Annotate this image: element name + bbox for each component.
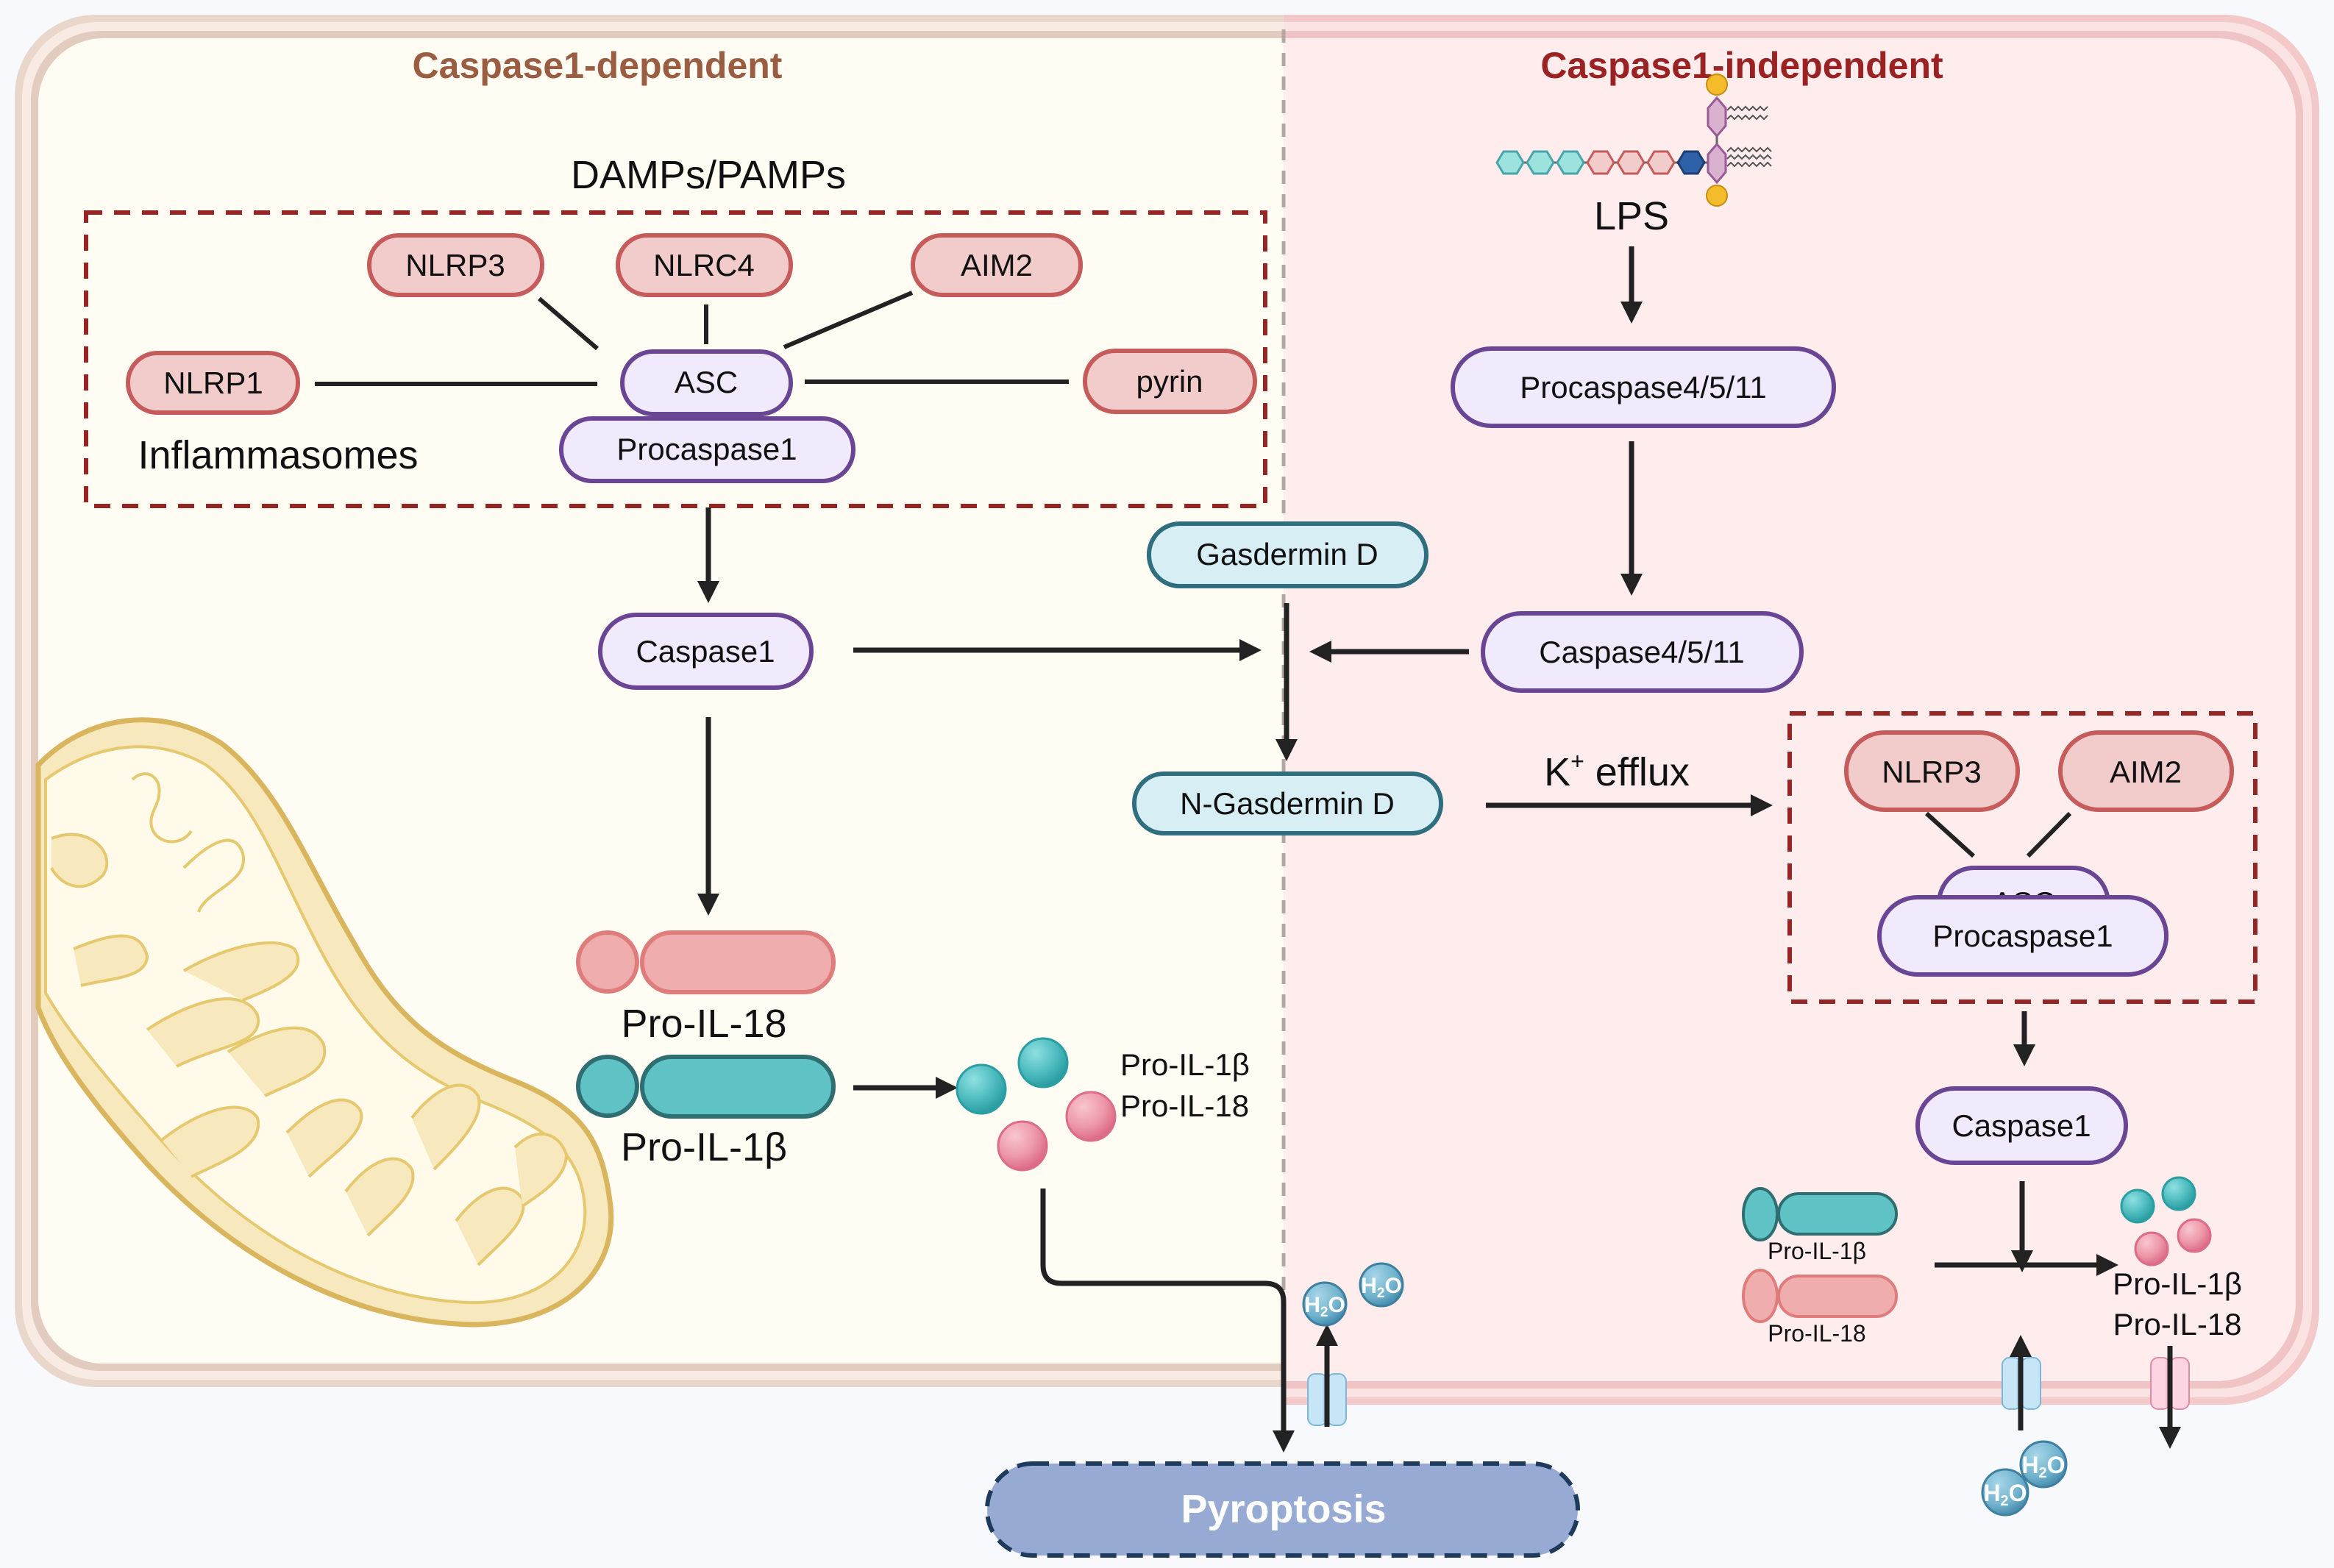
pro-il18-left <box>576 930 836 994</box>
link-nlrp3-asc-right <box>1924 811 1976 858</box>
svg-text:NLRP1: NLRP1 <box>163 366 263 400</box>
svg-text:Gasdermin D: Gasdermin D <box>1196 537 1378 571</box>
mature-il1b-left-label: Pro-IL-1β <box>1120 1047 1250 1082</box>
noncanonical-inflammasome-box <box>1787 711 2257 1004</box>
procaspase4-5-11: Procaspase4/5/11 <box>1451 346 1836 428</box>
svg-text:H2O: H2O <box>1983 1480 2027 1509</box>
svg-text:Caspase1: Caspase1 <box>1951 1108 2091 1143</box>
damps-pamps-label: DAMPs/PAMPs <box>571 153 846 197</box>
pro-il1b-right-label: Pro-IL-1β <box>1768 1238 1866 1264</box>
mitochondrion-icon <box>35 717 614 1328</box>
lps-label: LPS <box>1594 194 1669 238</box>
left-panel-title: Caspase1-dependent <box>413 45 783 86</box>
svg-text:N-Gasdermin D: N-Gasdermin D <box>1180 786 1395 821</box>
link-aim2-asc-right <box>2026 811 2072 858</box>
adaptor-asc: ASC <box>620 349 793 416</box>
svg-text:ASC: ASC <box>675 365 738 399</box>
pro-il18-right <box>1742 1269 1898 1323</box>
mature-cytokines-right <box>2120 1176 2212 1266</box>
n-gasdermin-d: N-Gasdermin D <box>1132 771 1443 835</box>
svg-text:NLRP3: NLRP3 <box>1882 755 1981 789</box>
link-aim2-asc <box>783 291 914 349</box>
inflammasomes-label: Inflammasomes <box>138 433 418 477</box>
procaspase1-right: Procaspase1 <box>1877 895 2168 977</box>
inflammasome-box <box>84 210 1267 508</box>
mature-il18-left-label: Pro-IL-18 <box>1120 1088 1249 1123</box>
water-molecule-icon: H2O <box>1302 1281 1348 1327</box>
svg-text:Caspase1: Caspase1 <box>636 634 775 669</box>
caspase4-5-11: Caspase4/5/11 <box>1481 611 1804 693</box>
svg-text:Pyroptosis: Pyroptosis <box>1181 1487 1386 1531</box>
sensor-pyrin: pyrin <box>1083 349 1257 414</box>
pro-il1b-left <box>576 1055 836 1119</box>
mature-il18-right-label: Pro-IL-18 <box>2113 1307 2241 1341</box>
water-molecule-icon: H2O <box>1981 1468 2029 1517</box>
sensor-aim2: AIM2 <box>911 233 1083 297</box>
svg-text:Procaspase1: Procaspase1 <box>616 432 797 466</box>
link-nlrp3-asc <box>538 296 599 351</box>
sensor-nlrc4: NLRC4 <box>616 233 793 297</box>
pro-il1b-right <box>1742 1187 1898 1241</box>
arrow-mature-to-pyroptosis <box>1040 1189 1287 1430</box>
svg-text:pyrin: pyrin <box>1136 364 1203 399</box>
svg-text:NLRC4: NLRC4 <box>653 248 755 282</box>
sensor-nlrp1: NLRP1 <box>126 351 300 415</box>
svg-text:Procaspase4/5/11: Procaspase4/5/11 <box>1520 370 1766 405</box>
svg-text:AIM2: AIM2 <box>2110 755 2182 789</box>
pro-il1b-left-label: Pro-IL-1β <box>621 1125 787 1169</box>
water-molecule-icon: H2O <box>1359 1262 1404 1308</box>
lps-molecule-icon <box>1495 74 1772 207</box>
procaspase1-left: Procaspase1 <box>559 416 855 483</box>
pyroptosis-outcome: Pyroptosis <box>985 1461 1580 1558</box>
mature-cytokines-left <box>956 1037 1117 1172</box>
sensor-nlrp3: NLRP3 <box>367 233 544 297</box>
svg-text:H2O: H2O <box>1361 1274 1402 1301</box>
svg-text:AIM2: AIM2 <box>961 248 1033 282</box>
svg-text:Caspase4/5/11: Caspase4/5/11 <box>1539 635 1744 669</box>
water-molecule-icon: H2O <box>2019 1440 2068 1489</box>
gasdermin-d: Gasdermin D <box>1147 521 1428 588</box>
svg-text:H2O: H2O <box>2021 1452 2065 1481</box>
pro-il18-left-label: Pro-IL-18 <box>621 1002 786 1046</box>
svg-text:NLRP3: NLRP3 <box>405 248 505 282</box>
sensor-aim2-right: AIM2 <box>2058 730 2234 812</box>
k-efflux-label: K+ efflux <box>1544 748 1690 794</box>
svg-text:Procaspase1: Procaspase1 <box>1932 919 2113 953</box>
pro-il18-right-label: Pro-IL-18 <box>1768 1320 1865 1347</box>
caspase1-right: Caspase1 <box>1915 1086 2128 1165</box>
caspase1-left: Caspase1 <box>598 613 814 690</box>
svg-text:H2O: H2O <box>1304 1293 1345 1320</box>
sensor-nlrp3-right: NLRP3 <box>1844 730 2020 812</box>
right-panel-title: Caspase1-independent <box>1540 45 1943 86</box>
mature-il1b-right-label: Pro-IL-1β <box>2113 1266 2242 1301</box>
